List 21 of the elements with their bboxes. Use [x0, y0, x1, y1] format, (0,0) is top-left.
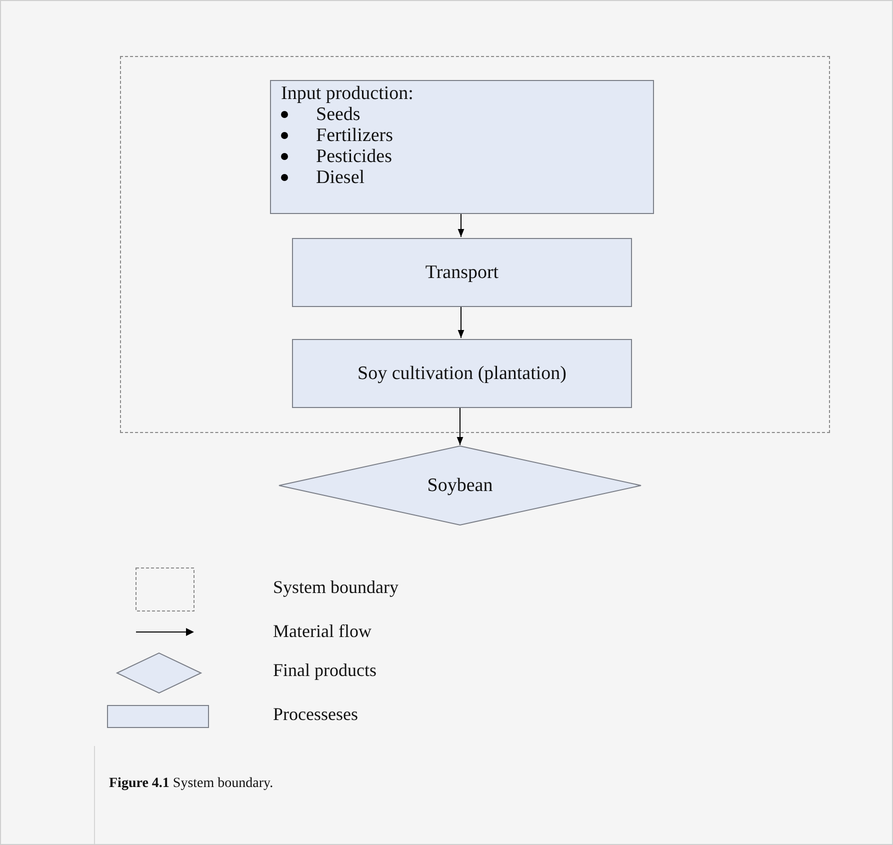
arrow [458, 306, 464, 338]
legend-label: Processeses [273, 704, 358, 725]
legend-label: Final products [273, 660, 376, 681]
list-item: Seeds [316, 104, 360, 125]
arrow [458, 212, 464, 238]
final-product-diamond [278, 445, 642, 526]
arrow [456, 406, 464, 446]
legend-label: System boundary [273, 577, 398, 598]
box-heading: Input production: [281, 83, 414, 104]
figure-caption: Figure 4.1 System boundary. [109, 776, 274, 792]
node-label: Soybean [427, 474, 493, 496]
legend-label: Material flow [273, 621, 372, 642]
process-box [270, 80, 654, 214]
list-item: Pesticides [316, 146, 392, 167]
node-label: Transport [425, 262, 499, 283]
node-label: Soy cultivation (plantation) [358, 363, 566, 384]
process-box [292, 339, 632, 408]
system-boundary [120, 56, 830, 433]
list-item: Fertilizers [316, 125, 394, 146]
list-item: Diesel [316, 167, 365, 188]
process-box [292, 238, 632, 307]
